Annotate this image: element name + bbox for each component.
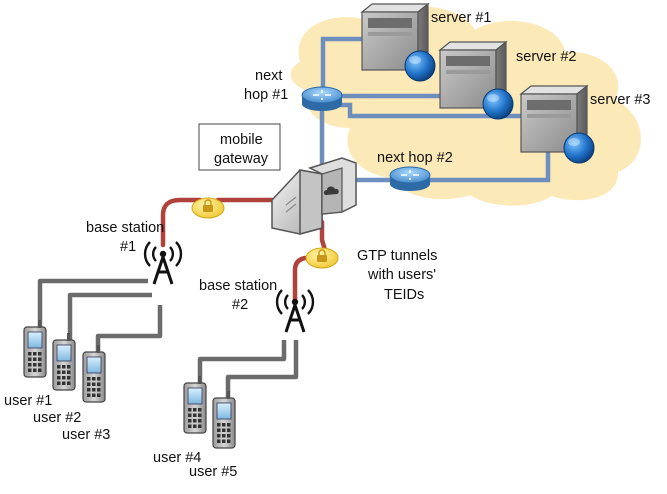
base-station-1-label-line2: #1 <box>120 239 136 255</box>
link-nh2-server3 <box>429 147 551 183</box>
phone-icon <box>52 333 76 391</box>
server-icon <box>438 40 514 120</box>
user-5-label: user #5 <box>189 464 237 480</box>
gateway-label-line2: gateway <box>214 151 269 167</box>
server-3-label: server #3 <box>590 92 650 108</box>
tunnel-bs1 <box>160 197 203 248</box>
base-station-2-label-line2: #2 <box>232 297 248 313</box>
phone-icon <box>183 376 207 434</box>
gtp-tunnels-label-line1: GTP tunnels <box>357 248 437 264</box>
mobile-gateway <box>271 157 357 235</box>
access-links <box>37 278 299 406</box>
user-1-label: user #1 <box>4 393 52 409</box>
server-icon <box>519 84 595 164</box>
server-1-label: server #1 <box>431 10 491 26</box>
access-u3 <box>95 305 163 360</box>
user-3-label: user #3 <box>62 427 110 443</box>
base-station-2-label-line1: base station <box>199 278 277 294</box>
gateway-label-line1: mobile <box>220 132 263 148</box>
tunnel-bs2 <box>292 255 308 303</box>
globe-icon <box>563 132 595 164</box>
next-hop-2-label: next hop #2 <box>377 150 453 166</box>
user-2-label: user #2 <box>33 410 81 426</box>
gateway-label-box <box>198 123 281 171</box>
user-4-label: user #4 <box>153 450 201 466</box>
lock-icon <box>191 197 225 219</box>
gtp-tunnels <box>160 197 328 303</box>
phone-icon <box>212 391 236 449</box>
antenna-icon <box>143 241 183 285</box>
access-u4 <box>197 340 287 395</box>
antenna-icon <box>275 289 315 333</box>
gateway-cloud-icon <box>323 186 339 195</box>
next-hop-1-label-line1: next <box>255 68 282 84</box>
phone-icon <box>23 320 47 378</box>
server-icon <box>360 2 436 82</box>
teid-italic: TEID <box>384 287 417 303</box>
phone-icon <box>82 345 106 403</box>
next-hop-1-label-line2: hop #1 <box>244 87 288 103</box>
server-2-label: server #2 <box>516 49 576 65</box>
lock-icon <box>305 247 339 269</box>
link-nh1-server3 <box>338 102 538 119</box>
gtp-tunnels-label-line3: TEIDs <box>384 287 424 303</box>
access-u1 <box>37 278 148 338</box>
globe-icon <box>404 50 436 82</box>
access-u2 <box>67 292 152 348</box>
router-next-hop-2 <box>389 166 431 191</box>
base-station-1-label-line1: base station <box>86 220 164 236</box>
gtp-tunnels-label-line2: with users' <box>367 267 436 283</box>
globe-icon <box>482 88 514 120</box>
router-next-hop-1 <box>301 86 343 111</box>
teid-suffix: s <box>417 287 424 303</box>
